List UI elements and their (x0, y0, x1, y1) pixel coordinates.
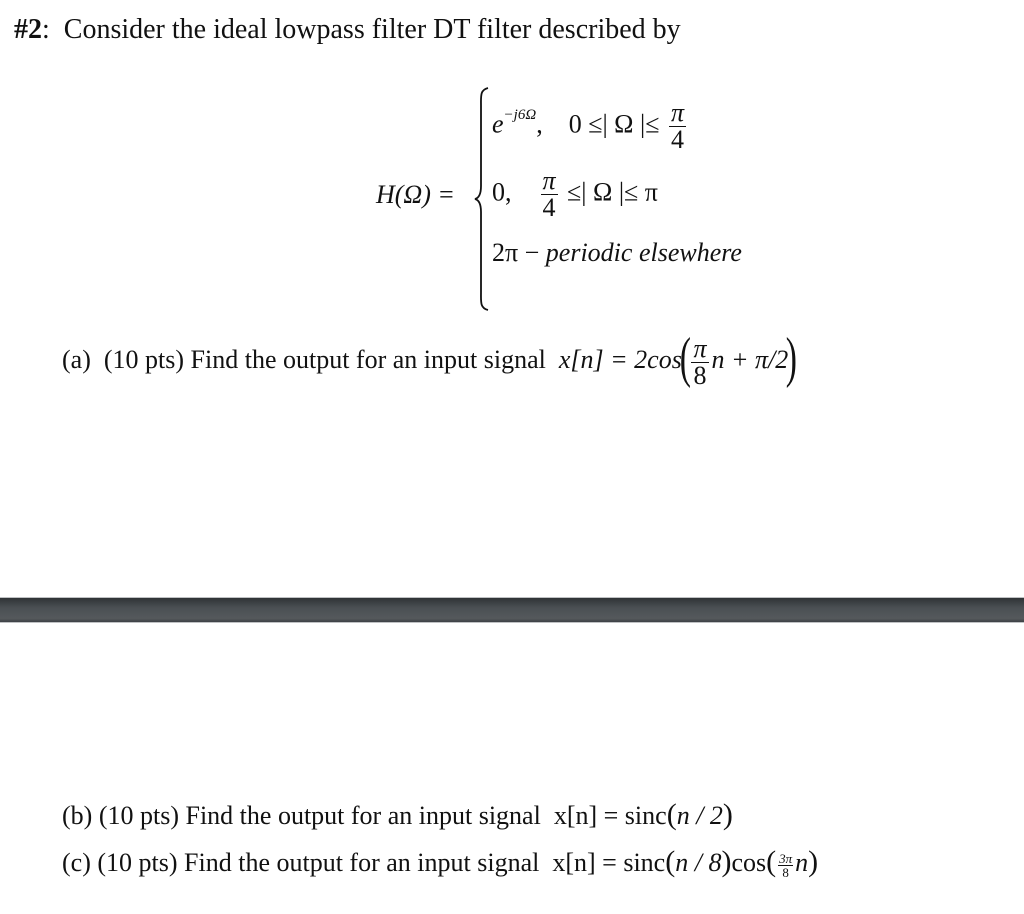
problem-colon: : (42, 14, 50, 45)
problem-heading: #2: Consider the ideal lowpass filter DT… (14, 14, 681, 46)
filter-lhs: H(Ω) = (376, 180, 455, 209)
signal-expression: x[n] = 2cos (558, 344, 682, 374)
close-paren: ) (786, 327, 798, 389)
signal-expression: x[n] = sinc (552, 848, 666, 877)
pi-over-4-fraction: π 4 (540, 166, 558, 222)
question-label: (b) (62, 801, 93, 830)
filter-case-passband: e−j6Ω, 0 ≤| Ω |≤ π 4 (492, 98, 686, 154)
left-brace (474, 87, 489, 311)
page-separator-bar (0, 597, 1024, 623)
question-text: Find the output for an input signal (185, 801, 541, 830)
question-points: (10 pts) (97, 848, 178, 877)
signal-expression: x[n] = sinc (553, 801, 667, 830)
question-b: (b) (10 pts) Find the output for an inpu… (62, 798, 733, 831)
question-label: (c) (62, 848, 91, 877)
question-points: (10 pts) (103, 344, 185, 374)
question-points: (10 pts) (98, 801, 179, 830)
open-paren: ( (679, 327, 691, 389)
problem-number: #2 (14, 14, 42, 45)
question-text: Find the output for an input signal (190, 344, 546, 374)
question-text: Find the output for an input signal (184, 848, 540, 877)
question-c: (c) (10 pts) Find the output for an inpu… (62, 845, 819, 880)
problem-intro: Consider the ideal lowpass filter DT fil… (63, 14, 681, 45)
question-label: (a) (62, 344, 91, 374)
question-a: (a) (10 pts) Find the output for an inpu… (62, 327, 798, 390)
filter-case-periodic: 2π − periodic elsewhere (492, 238, 742, 267)
filter-case-stopband: 0, π 4 ≤| Ω |≤ π (492, 166, 658, 222)
pi-over-4-fraction: π 4 (668, 98, 686, 154)
